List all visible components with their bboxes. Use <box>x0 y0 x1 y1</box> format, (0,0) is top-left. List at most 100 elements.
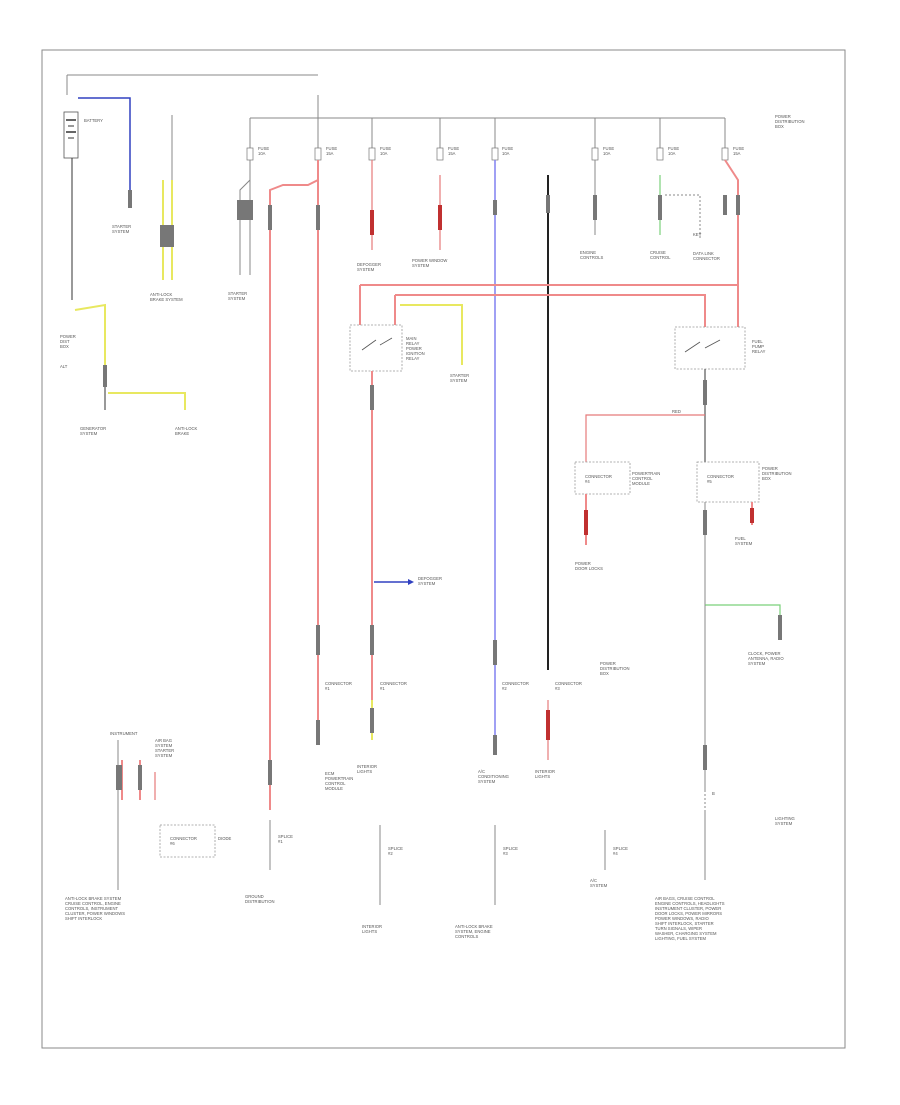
svg-text:STARTER: STARTER <box>450 373 469 378</box>
svg-text:SPLICE: SPLICE <box>613 846 628 851</box>
svg-text:SYSTEM: SYSTEM <box>418 581 436 586</box>
battery-label: BATTERY <box>84 118 103 123</box>
branch-372: DEFOGGER SYSTEM <box>357 160 381 272</box>
svg-text:FUSE: FUSE <box>258 146 269 151</box>
right-relay-box <box>674 326 746 370</box>
svg-text:#4: #4 <box>585 479 590 484</box>
svg-text:FUEL: FUEL <box>735 536 746 541</box>
svg-text:LIGHTS: LIGHTS <box>362 929 377 934</box>
svg-text:#3: #3 <box>503 851 508 856</box>
svg-text:CONNECTOR: CONNECTOR <box>585 474 612 479</box>
svg-text:RELAY: RELAY <box>752 349 766 354</box>
battery-feed-wire <box>66 74 318 95</box>
svg-text:#1: #1 <box>278 839 283 844</box>
battery-ground-wire-blue <box>78 97 131 200</box>
svg-text:RELAY: RELAY <box>406 356 420 361</box>
svg-text:POWER: POWER <box>60 334 76 339</box>
svg-text:CONNECTOR: CONNECTOR <box>502 681 529 686</box>
svg-text:RED: RED <box>672 409 681 414</box>
svg-text:ANTI-LOCK BRAKE: ANTI-LOCK BRAKE <box>455 924 493 929</box>
svg-text:FUSE: FUSE <box>668 146 679 151</box>
branch-440: POWER WINDOW SYSTEM <box>412 175 447 268</box>
svg-text:SYSTEM: SYSTEM <box>748 661 766 666</box>
svg-text:DEFOGGER: DEFOGGER <box>357 262 381 267</box>
svg-text:CONDITIONING: CONDITIONING <box>478 774 509 779</box>
svg-text:INSTRUMENT: INSTRUMENT <box>110 731 138 736</box>
svg-text:FUSE: FUSE <box>733 146 744 151</box>
bottom-grounds: SPLICE #1 GROUND DISTRIBUTION SPLICE #2 … <box>245 810 725 941</box>
branch-548: CONNECTOR #3 INTERIOR LIGHTS POWER DISTR… <box>535 175 630 779</box>
svg-text:AIR BAG: AIR BAG <box>155 738 172 743</box>
svg-text:BOX: BOX <box>600 671 609 676</box>
left-yellow-jumper <box>74 303 106 380</box>
svg-text:KEY: KEY <box>693 232 702 237</box>
svg-text:#3: #3 <box>555 686 560 691</box>
svg-text:POWER WINDOWS, RADIO: POWER WINDOWS, RADIO <box>655 916 709 921</box>
svg-text:SHIFT INTERLOCK: SHIFT INTERLOCK <box>65 916 102 921</box>
svg-text:10A: 10A <box>380 151 388 156</box>
battery-symbol <box>63 111 79 159</box>
svg-text:ENGINE: ENGINE <box>580 250 596 255</box>
svg-text:GENERATOR: GENERATOR <box>80 426 106 431</box>
svg-text:BRAKE SYSTEM: BRAKE SYSTEM <box>150 297 183 302</box>
svg-text:INSTRUMENT CLUSTER, POWER: INSTRUMENT CLUSTER, POWER <box>655 906 721 911</box>
diagram-frame <box>41 49 846 1049</box>
svg-text:INTERIOR: INTERIOR <box>535 769 555 774</box>
svg-text:SYSTEM: SYSTEM <box>112 229 130 234</box>
svg-text:BOX: BOX <box>775 124 784 129</box>
svg-text:DEFOGGER: DEFOGGER <box>418 576 442 581</box>
svg-text:CONNECTOR: CONNECTOR <box>555 681 582 686</box>
svg-text:DOOR LOCKS, POWER MIRRORS: DOOR LOCKS, POWER MIRRORS <box>655 911 722 916</box>
svg-text:CRUISE CONTROL, ENGINE: CRUISE CONTROL, ENGINE <box>65 901 121 906</box>
svg-text:LIGHTS: LIGHTS <box>357 769 372 774</box>
left-stack: POWER DIST BOX ALT GENERATOR SYSTEM ANTI… <box>60 303 198 436</box>
red-relay-bus-2 <box>395 294 706 330</box>
svg-text:CONTROLS: CONTROLS <box>580 255 603 260</box>
svg-text:#4: #4 <box>613 851 618 856</box>
right-relay-red-loop <box>585 414 705 470</box>
svg-text:15A: 15A <box>448 151 456 156</box>
svg-text:#6: #6 <box>170 841 175 846</box>
svg-text:15A: 15A <box>733 151 741 156</box>
branch-595: ENGINE CONTROLS <box>580 160 603 260</box>
svg-text:MAIN: MAIN <box>406 336 416 341</box>
svg-text:ANTENNA, RADIO: ANTENNA, RADIO <box>748 656 784 661</box>
red-long-left: CONNECTOR #1 ECM POWERTRAIN CONTROL MODU… <box>268 160 353 810</box>
svg-text:SYSTEM: SYSTEM <box>478 779 496 784</box>
svg-text:DOOR LOCKS: DOOR LOCKS <box>575 566 603 571</box>
svg-text:FUSE: FUSE <box>502 146 513 151</box>
svg-text:CLOCK, POWER: CLOCK, POWER <box>748 651 781 656</box>
svg-text:DIST: DIST <box>60 339 70 344</box>
svg-text:BOX: BOX <box>60 344 69 349</box>
svg-text:SHIFT INTERLOCK, STARTER: SHIFT INTERLOCK, STARTER <box>655 921 714 926</box>
svg-text:SYSTEM: SYSTEM <box>735 541 753 546</box>
svg-text:B: B <box>712 791 715 796</box>
svg-text:TURN SIGNALS, WIPER: TURN SIGNALS, WIPER <box>655 926 702 931</box>
svg-text:STARTER: STARTER <box>228 291 247 296</box>
svg-text:POWER: POWER <box>775 114 791 119</box>
svg-text:GROUND: GROUND <box>245 894 264 899</box>
svg-text:DISTRIBUTION: DISTRIBUTION <box>245 899 275 904</box>
red-main-wire-left <box>269 160 319 810</box>
svg-text:FUSE: FUSE <box>380 146 391 151</box>
svg-text:LIGHTS: LIGHTS <box>535 774 550 779</box>
green-branch: CLOCK, POWER ANTENNA, RADIO SYSTEM B LIG… <box>703 604 795 826</box>
battery-group: BATTERY STARTER SYSTEM <box>63 74 318 300</box>
svg-text:#2: #2 <box>502 686 507 691</box>
svg-text:MODULE: MODULE <box>325 786 343 791</box>
svg-text:CRUISE: CRUISE <box>650 250 666 255</box>
svg-text:ANTI-LOCK: ANTI-LOCK <box>150 292 173 297</box>
svg-text:ECM: ECM <box>325 771 335 776</box>
svg-text:15A: 15A <box>326 151 334 156</box>
svg-text:ANTI-LOCK: ANTI-LOCK <box>175 426 198 431</box>
svg-text:10A: 10A <box>502 151 510 156</box>
svg-text:IGNITION: IGNITION <box>406 351 425 356</box>
red-horizontal-bus <box>359 284 739 330</box>
svg-text:10A: 10A <box>258 151 266 156</box>
svg-text:CONTROL: CONTROL <box>650 255 671 260</box>
svg-text:SYSTEM: SYSTEM <box>590 883 608 888</box>
svg-text:#2: #2 <box>388 851 393 856</box>
yellow-branch: ANTI-LOCK BRAKE SYSTEM <box>150 115 183 302</box>
